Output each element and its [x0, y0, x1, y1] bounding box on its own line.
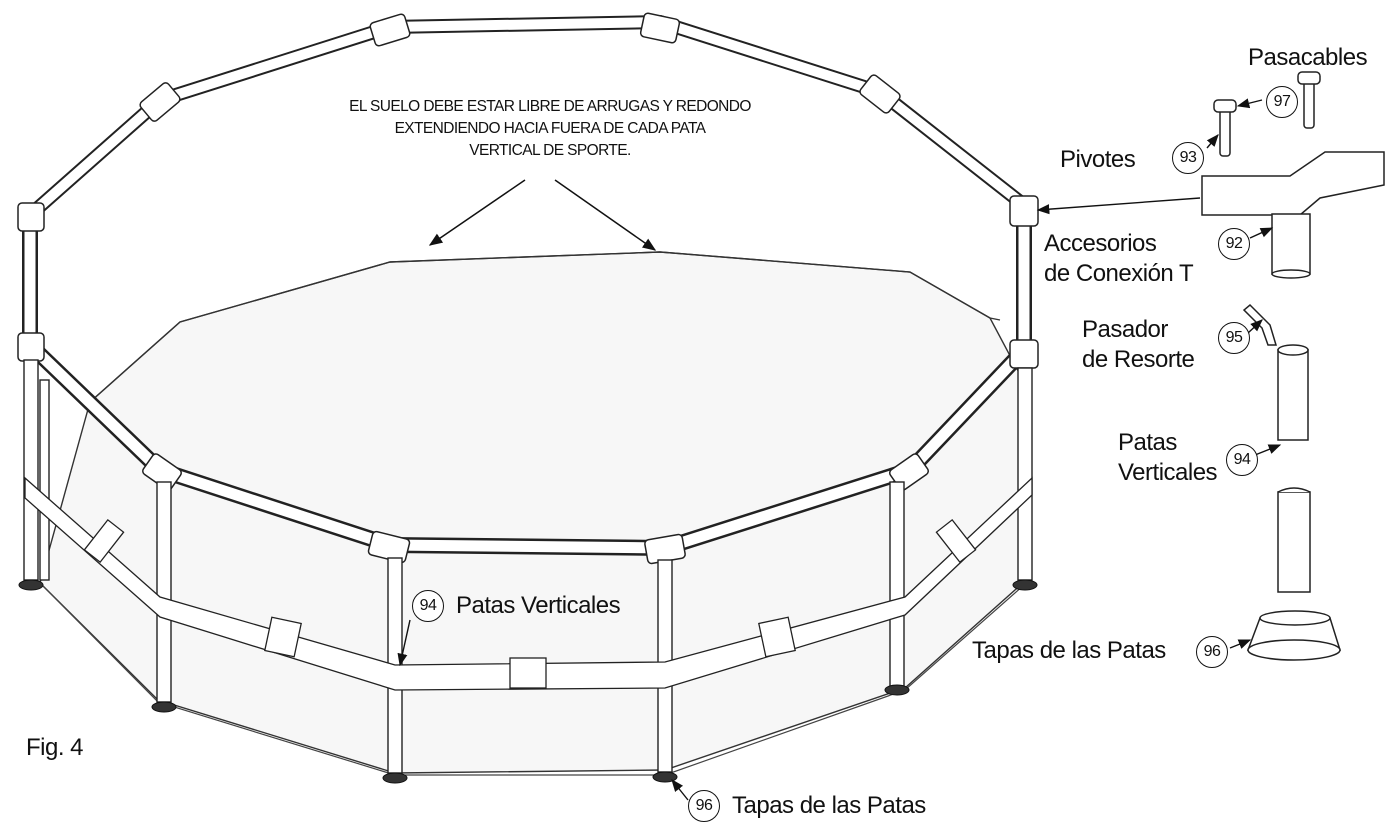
label-tapas-bottom: Tapas de las Patas — [732, 792, 926, 819]
arrow-96-pool — [671, 779, 689, 801]
pasador-line-1: Pasador — [1082, 316, 1168, 343]
patas-line-2: Verticales — [1118, 459, 1218, 486]
arrow-96-right — [1229, 639, 1252, 649]
accesorios-line-2: de Conexión T — [1044, 260, 1194, 287]
note-line-1: EL SUELO DEBE ESTAR LIBRE DE ARRUGAS Y R… — [349, 98, 751, 115]
pool-floor-edge — [89, 251, 1001, 403]
callout-97: 97 — [1266, 86, 1298, 118]
note-arrow-right — [554, 179, 657, 251]
accesorios-line-1: Accesorios — [1044, 230, 1157, 257]
callout-96-right: 96 — [1196, 636, 1228, 668]
wall-bottom-edge — [39, 582, 1025, 776]
note-line-2: EXTENDIENDO HACIA FUERA DE CADA PATA — [394, 120, 706, 137]
patas-line-1: Patas — [1118, 429, 1177, 456]
pool-liner — [39, 251, 1025, 774]
note-line-3: VERTICAL DE SPORTE. — [469, 142, 631, 159]
arrow-95 — [1247, 319, 1263, 334]
label-pasacables: Pasacables — [1248, 44, 1368, 71]
label-accesorios: Accesorios de Conexión T — [1044, 229, 1194, 289]
callout-94-right: 94 — [1226, 444, 1258, 476]
label-pivotes: Pivotes — [1060, 146, 1136, 173]
callout-95: 95 — [1218, 322, 1250, 354]
label-tapas-right: Tapas de las Patas — [972, 637, 1166, 664]
arrow-94-pool — [397, 619, 411, 667]
top-rail — [22, 14, 1032, 557]
callout-93: 93 — [1172, 142, 1204, 174]
arrow-97 — [1236, 98, 1263, 109]
label-pasador: Pasador de Resorte — [1082, 315, 1195, 375]
arrow-93 — [1206, 134, 1219, 149]
arrow-94-right — [1254, 444, 1282, 456]
label-patas-right: Patas Verticales — [1118, 428, 1218, 488]
arrow-connector — [1036, 197, 1201, 215]
exploded-parts — [1201, 71, 1385, 661]
callout-96-pool: 96 — [688, 790, 720, 822]
pasador-line-2: de Resorte — [1082, 346, 1195, 373]
t-connectors — [17, 12, 1039, 565]
strap-belt — [24, 476, 1033, 691]
note-arrow-left — [428, 179, 526, 246]
leg-caps — [18, 579, 1038, 784]
callout-94-pool: 94 — [412, 590, 444, 622]
label-patas-verticales: Patas Verticales — [456, 592, 621, 619]
floor-instruction-note: EL SUELO DEBE ESTAR LIBRE DE ARRUGAS Y R… — [260, 96, 840, 162]
arrow-92 — [1249, 227, 1274, 239]
figure-label: Fig. 4 — [26, 734, 84, 761]
callout-92: 92 — [1218, 228, 1250, 260]
